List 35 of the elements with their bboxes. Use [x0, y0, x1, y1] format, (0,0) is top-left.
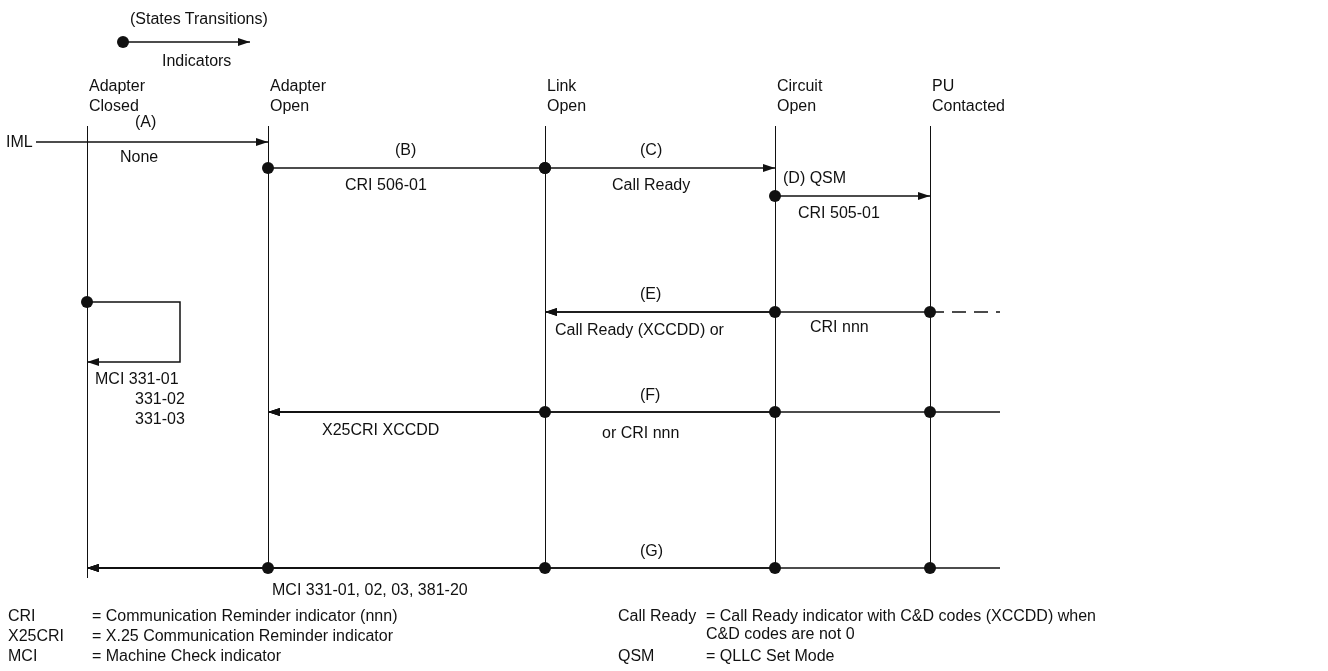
- edge-label: (F): [640, 386, 661, 404]
- edge-label: (B): [395, 141, 417, 159]
- indicator-label: CRI nnn: [810, 318, 869, 336]
- edge-label: (D) QSM: [783, 169, 847, 187]
- key-text: = Machine Check indicator: [92, 647, 281, 665]
- edge-label: (A): [135, 113, 157, 131]
- key-text: Call Ready: [618, 607, 697, 625]
- edge-label: (C): [640, 141, 663, 159]
- edge-label: (G): [640, 542, 664, 560]
- key-text: MCI: [8, 647, 38, 665]
- key-text: CRI: [8, 607, 36, 625]
- transition-arrow: [35, 138, 269, 146]
- transition-arrow: [86, 301, 181, 366]
- legend-text: Indicators: [162, 52, 232, 70]
- indicator-label: 331-03: [135, 410, 185, 428]
- indicator-label: CRI 506-01: [345, 176, 427, 194]
- indicator-label: or CRI nnn: [602, 424, 680, 442]
- key-text: QSM: [618, 647, 655, 665]
- indicator-label: CRI 505-01: [798, 204, 880, 222]
- state-lifeline: PU Contacted: [930, 76, 1012, 568]
- indicator-label: Call Ready: [612, 176, 691, 194]
- indicator-label: 331-02: [135, 390, 185, 408]
- edge-label: (E): [640, 285, 662, 303]
- key-text: X25CRI: [8, 627, 65, 645]
- key-text: = Call Ready indicator with C&D codes (XCCDD) when C&D codes are not 0: [706, 607, 1097, 643]
- indicator-label: None: [120, 148, 159, 166]
- indicator-label: MCI 331-01, 02, 03, 381-20: [272, 581, 468, 599]
- indicator-label: MCI 331-01: [95, 370, 179, 388]
- indicator-label: X25CRI XCCDD: [322, 421, 440, 439]
- input-label: IML: [6, 133, 36, 151]
- legend-text: (States Transitions): [130, 10, 268, 28]
- key-text: = Communication Reminder indicator (nnn): [92, 607, 398, 625]
- key-text: = X.25 Communication Reminder indicator: [92, 627, 394, 645]
- indicator-label: Call Ready (XCCDD) or: [555, 321, 724, 339]
- key-text: = QLLC Set Mode: [706, 647, 835, 665]
